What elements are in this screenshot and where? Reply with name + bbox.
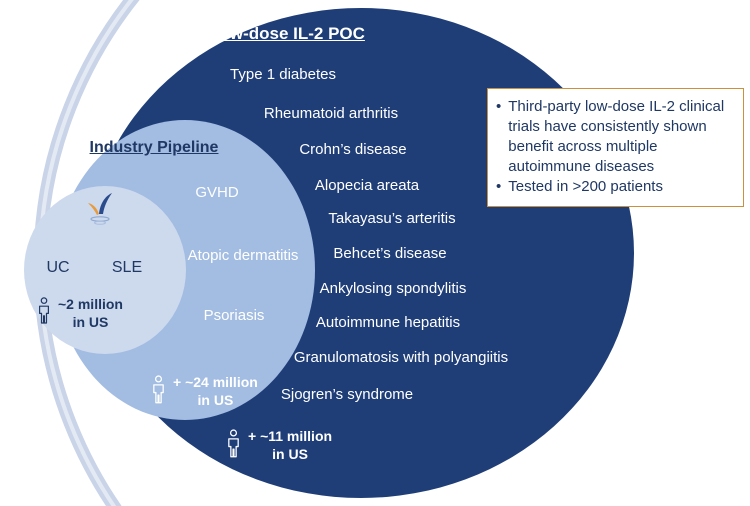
outer-disease-label: Ankylosing spondylitis <box>319 280 467 297</box>
pipeline-patient-count: + ~24 million in US <box>150 374 258 409</box>
outer-disease-label: Autoimmune hepatitis <box>315 314 461 331</box>
outer-disease-label: Alopecia areata <box>314 177 420 194</box>
patient-count-line2: in US <box>197 391 234 408</box>
indication-sle-label: SLE <box>111 259 143 276</box>
person-icon <box>153 375 164 404</box>
callout-bullet-2: Tested in >200 patients <box>496 177 733 197</box>
callout-bullet-2-text: Tested in >200 patients <box>508 177 663 195</box>
inner-circle-company-programs <box>24 186 186 354</box>
outer-disease-label: Type 1 diabetes <box>230 66 336 83</box>
indication-uc-label: UC <box>46 259 70 276</box>
company-logo <box>79 188 123 232</box>
callout-bullet-1-text: Third-party low-dose IL-2 clinical trial… <box>508 98 725 175</box>
pipeline-disease-label: Psoriasis <box>203 307 265 324</box>
outer-disease-label: Sjogren’s syndrome <box>280 386 414 403</box>
patient-count-line1: + ~24 million <box>173 374 258 390</box>
outer-disease-label: Rheumatoid arthritis <box>263 105 399 122</box>
outer-disease-label: Takayasu’s arteritis <box>328 210 456 227</box>
person-icon <box>39 297 49 324</box>
person-icon <box>228 429 239 458</box>
pipeline-disease-label: Atopic dermatitis <box>187 247 299 264</box>
inner-patient-count: ~2 million in US <box>36 296 123 331</box>
patient-count-line2: in US <box>72 313 109 330</box>
pipeline-disease-label: GVHD <box>195 184 239 201</box>
callout-box: Third-party low-dose IL-2 clinical trial… <box>487 88 744 207</box>
patient-count-line1: ~2 million <box>58 296 123 312</box>
callout-bullet-1: Third-party low-dose IL-2 clinical trial… <box>496 97 733 177</box>
poc-patient-count: + ~11 million in US <box>225 428 332 463</box>
callout-list: Third-party low-dose IL-2 clinical trial… <box>496 97 733 197</box>
outer-disease-label: Granulomatosis with polyangiitis <box>293 349 509 366</box>
patient-count-line1: + ~11 million <box>248 428 333 444</box>
outer-disease-label: Crohn’s disease <box>299 141 407 158</box>
outer-circle-title: Low-dose IL-2 POC <box>209 24 365 43</box>
middle-circle-title: Industry Pipeline <box>89 139 219 156</box>
patient-count-line2: in US <box>272 445 308 462</box>
outer-disease-label: Behcet’s disease <box>333 245 447 262</box>
